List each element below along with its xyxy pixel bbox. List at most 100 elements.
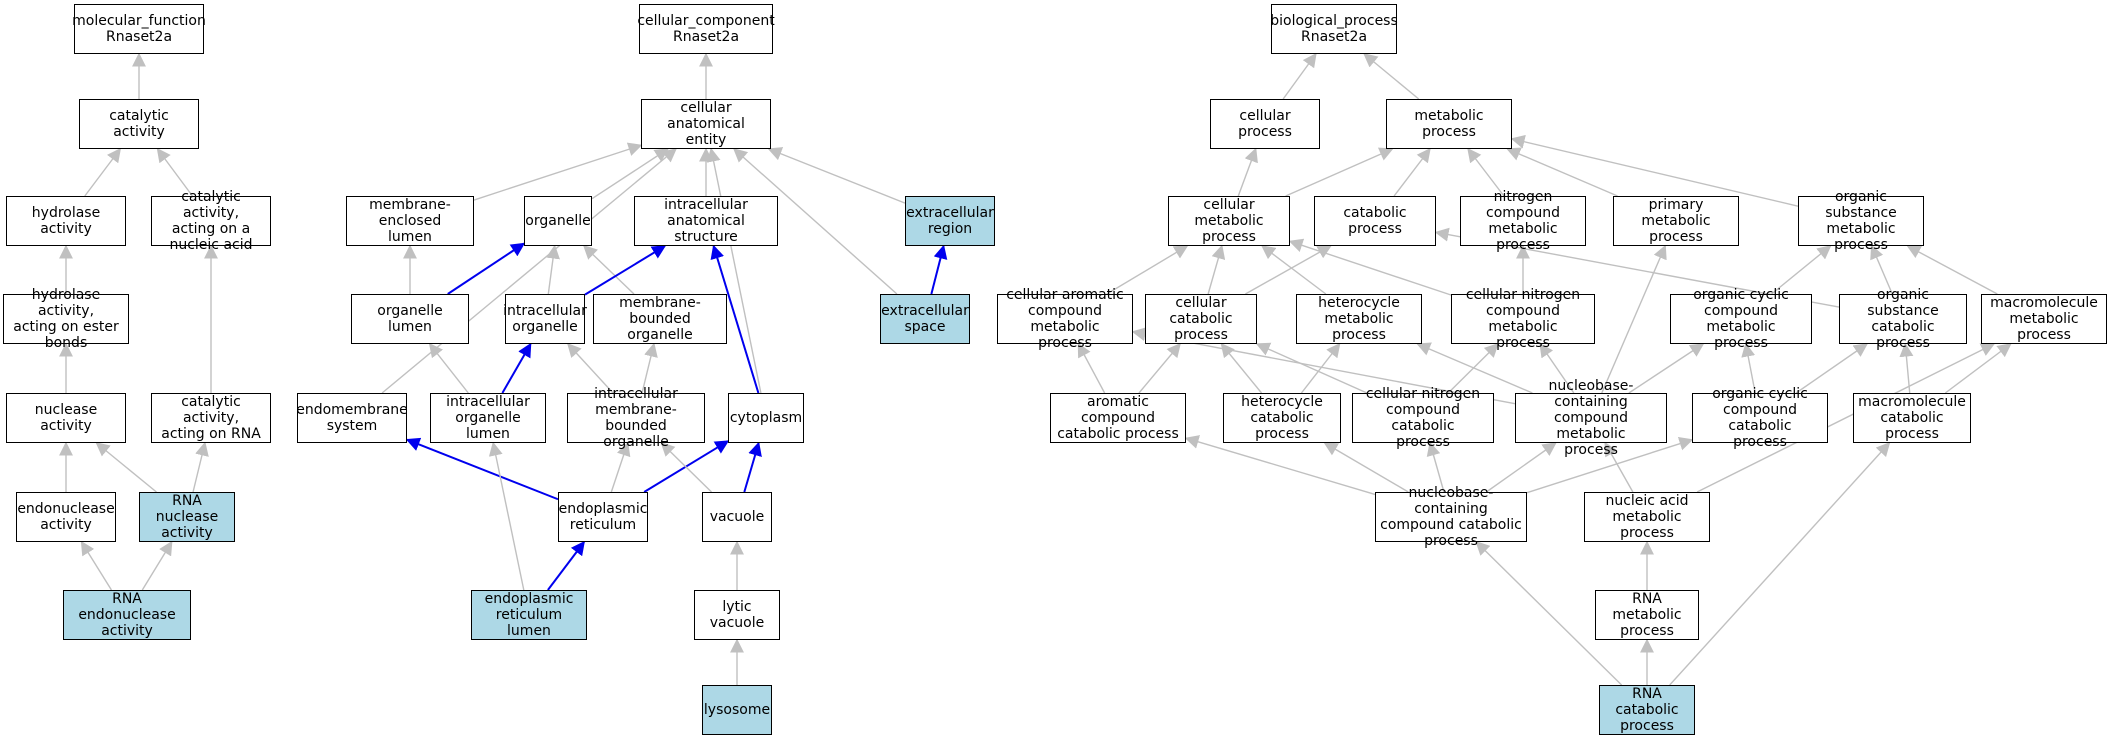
edge-exs-to-exr bbox=[930, 244, 948, 295]
go-term-cnccp: cellular nitrogen compound catabolic pro… bbox=[1352, 386, 1494, 450]
edge-rnn-to-nuc bbox=[95, 442, 157, 493]
go-term-mf: molecular_function Rnaset2a bbox=[72, 4, 206, 54]
edge-cyt-to-cae bbox=[706, 147, 762, 394]
go-term-hae: hydrolase activity, acting on ester bond… bbox=[3, 287, 129, 351]
go-term-rmp: RNA metabolic process bbox=[1595, 590, 1699, 640]
go-term-rne: RNA endonuclease activity bbox=[63, 590, 191, 640]
go-term-cat: catalytic activity bbox=[79, 99, 199, 149]
edge-erl-to-er bbox=[547, 540, 585, 591]
go-term-lys: lysosome bbox=[702, 685, 772, 735]
go-term-cc: cellular_component Rnaset2a bbox=[637, 4, 775, 54]
go-term-io: intracellular organelle bbox=[503, 294, 587, 344]
edge-hyd-to-cat bbox=[84, 147, 122, 197]
go-term-lv: lytic vacuole bbox=[694, 590, 780, 640]
edge-exr-to-cae bbox=[767, 147, 906, 204]
edge-nbcmp-to-cncmp bbox=[1539, 342, 1575, 394]
edge-namp-to-mmp bbox=[1696, 343, 1996, 493]
edge-ccp-to-catp bbox=[1245, 245, 1332, 295]
edge-org-to-cae bbox=[591, 148, 670, 200]
edge-mp-to-bp bbox=[1363, 53, 1420, 100]
go-term-namp: nucleic acid metabolic process bbox=[1584, 492, 1710, 542]
edge-cacmp-to-cmp bbox=[1106, 245, 1189, 295]
edge-iol-to-io bbox=[501, 342, 532, 394]
go-term-hmp: heterocycle metabolic process bbox=[1296, 294, 1422, 344]
go-term-exs: extracellular space bbox=[880, 294, 970, 344]
go-term-mbo: membrane-bounded organelle bbox=[593, 294, 727, 344]
edge-cyt-to-ias bbox=[710, 244, 760, 394]
edge-erl-to-iol bbox=[488, 441, 525, 591]
go-term-erl: endoplasmic reticulum lumen bbox=[471, 590, 587, 640]
go-term-ems: endomembrane system bbox=[296, 393, 408, 443]
go-term-nbccp: nucleobase-containing compound catabolic… bbox=[1375, 485, 1527, 549]
go-term-mcp: macromolecule catabolic process bbox=[1853, 393, 1971, 443]
edge-exs-to-cae bbox=[733, 148, 898, 295]
go-term-bp: biological_process Rnaset2a bbox=[1270, 4, 1398, 54]
edge-er-to-ems bbox=[405, 437, 559, 501]
go-term-cmp: cellular metabolic process bbox=[1168, 196, 1290, 246]
edge-cmp-to-cp bbox=[1237, 147, 1258, 197]
edge-ol-to-org bbox=[447, 242, 526, 295]
go-term-car: catalytic activity, acting on RNA bbox=[151, 393, 271, 443]
edge-mcp-to-oscp bbox=[1899, 342, 1914, 394]
go-term-hcp: heterocycle catabolic process bbox=[1223, 393, 1341, 443]
edge-er-to-imbo bbox=[610, 441, 631, 493]
go-term-nuc: nuclease activity bbox=[6, 393, 126, 443]
edge-nbcmp-to-occmp bbox=[1628, 343, 1705, 394]
edge-nbccp-to-cnccp bbox=[1426, 441, 1445, 493]
edge-nbcmp-to-hmp bbox=[1416, 342, 1533, 394]
go-term-endo: endonuclease activity bbox=[16, 492, 116, 542]
go-term-pmp: primary metabolic process bbox=[1613, 196, 1739, 246]
edge-cnccp-to-cncmp bbox=[1447, 343, 1499, 394]
edge-imbo-to-io bbox=[567, 342, 614, 394]
edge-accp-to-cacmp bbox=[1077, 342, 1106, 394]
go-term-osmp: organic substance metabolic process bbox=[1798, 189, 1924, 253]
edge-nbccp-to-occcp bbox=[1526, 436, 1694, 494]
go-term-ccp: cellular catabolic process bbox=[1145, 294, 1257, 344]
edge-io-to-ias bbox=[584, 245, 667, 296]
go-term-ncmp: nitrogen compound metabolic process bbox=[1460, 189, 1586, 253]
go-term-mmp: macromolecule metabolic process bbox=[1981, 294, 2107, 344]
edge-vac-to-cyt bbox=[743, 441, 762, 493]
go-term-ias: intracellular anatomical structure bbox=[634, 196, 778, 246]
go-term-er: endoplasmic reticulum bbox=[558, 492, 648, 542]
edge-oscp-to-osmp bbox=[1870, 244, 1893, 295]
go-term-vac: vacuole bbox=[702, 492, 772, 542]
go-term-iol: intracellular organelle lumen bbox=[430, 393, 546, 443]
edge-vac-to-imbo bbox=[660, 442, 712, 493]
edge-iol-to-ol bbox=[428, 342, 469, 394]
go-term-rnn: RNA nuclease activity bbox=[139, 492, 235, 542]
edge-mmp-to-osmp bbox=[1906, 245, 1998, 295]
go-term-exr: extracellular region bbox=[905, 196, 995, 246]
edge-occmp-to-osmp bbox=[1771, 245, 1832, 295]
go-term-cp: cellular process bbox=[1210, 99, 1320, 149]
go-term-catp: catabolic process bbox=[1314, 196, 1436, 246]
edge-ccp-to-cmp bbox=[1207, 244, 1226, 295]
go-term-rcp: RNA catabolic process bbox=[1599, 685, 1695, 735]
edge-rcp-to-nbccp bbox=[1475, 541, 1623, 686]
edge-namp-to-nbcmp bbox=[1604, 441, 1634, 493]
edge-ems-to-cae bbox=[381, 148, 677, 394]
edge-rcp-to-mcp bbox=[1669, 441, 1891, 686]
edge-rnn-to-car bbox=[192, 441, 209, 493]
edge-occcp-to-occmp bbox=[1741, 342, 1756, 394]
edge-nbccp-to-hcp bbox=[1323, 442, 1409, 493]
edge-cnccp-to-ccp bbox=[1255, 342, 1368, 394]
edge-nbccp-to-nbcmp bbox=[1485, 442, 1557, 493]
edge-can-to-cat bbox=[156, 147, 194, 197]
go-term-cae: cellular anatomical entity bbox=[641, 99, 771, 149]
edge-io-to-org bbox=[546, 244, 560, 295]
edge-cncmp-to-cmp bbox=[1288, 238, 1452, 296]
edge-hmp-to-cmp bbox=[1261, 245, 1327, 295]
go-term-mel: membrane-enclosed lumen bbox=[346, 196, 474, 246]
edge-mbo-to-org bbox=[583, 245, 635, 295]
go-term-hyd: hydrolase activity bbox=[6, 196, 126, 246]
edge-accp-to-ccp bbox=[1138, 342, 1181, 394]
go-term-mp: metabolic process bbox=[1386, 99, 1512, 149]
edge-cp-to-bp bbox=[1282, 52, 1317, 100]
edge-imbo-to-mbo bbox=[641, 342, 658, 394]
go-term-oscp: organic substance catabolic process bbox=[1839, 287, 1967, 351]
go-term-accp: aromatic compound catabolic process bbox=[1050, 393, 1186, 443]
edge-mel-to-cae bbox=[473, 142, 643, 201]
edge-nbccp-to-accp bbox=[1184, 435, 1376, 496]
